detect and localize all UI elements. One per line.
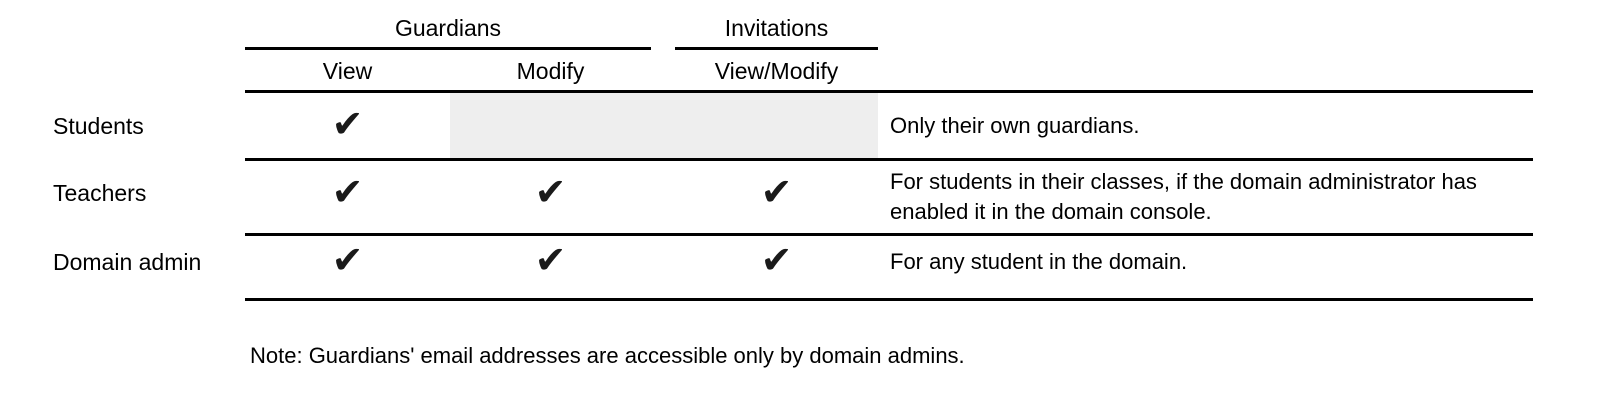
column-header-view-modify: View/Modify [714,58,839,84]
row-label-students: Students [53,113,144,139]
check-icon: ✔ [760,238,793,282]
rule-below-domain-admin-row [245,298,1533,301]
row-label-teachers: Teachers [53,180,147,206]
footnote: Note: Guardians' email addresses are acc… [250,343,965,368]
row-note-teachers: For students in their classes, if the do… [890,169,1477,224]
column-group-invitations: Invitations [724,15,829,41]
check-icon: ✔ [760,170,793,214]
check-icon: ✔ [331,238,364,282]
rule-below-teachers-row [245,233,1533,236]
check-icon: ✔ [331,170,364,214]
column-group-guardians: Guardians [394,15,502,41]
check-icon: ✔ [331,102,364,146]
column-header-modify: Modify [516,58,585,84]
check-icon: ✔ [534,238,567,282]
rule-below-students-row [245,158,1533,161]
row-note-domain-admin: For any student in the domain. [890,249,1188,274]
students-disabled-cells [450,93,878,158]
invitations-group-underline [675,47,878,50]
column-header-view: View [322,58,373,84]
row-label-domain-admin: Domain admin [53,249,202,275]
check-icon: ✔ [534,170,567,214]
row-note-students: Only their own guardians. [890,113,1140,138]
rule-below-header [245,90,1533,93]
guardians-group-underline [245,47,651,50]
